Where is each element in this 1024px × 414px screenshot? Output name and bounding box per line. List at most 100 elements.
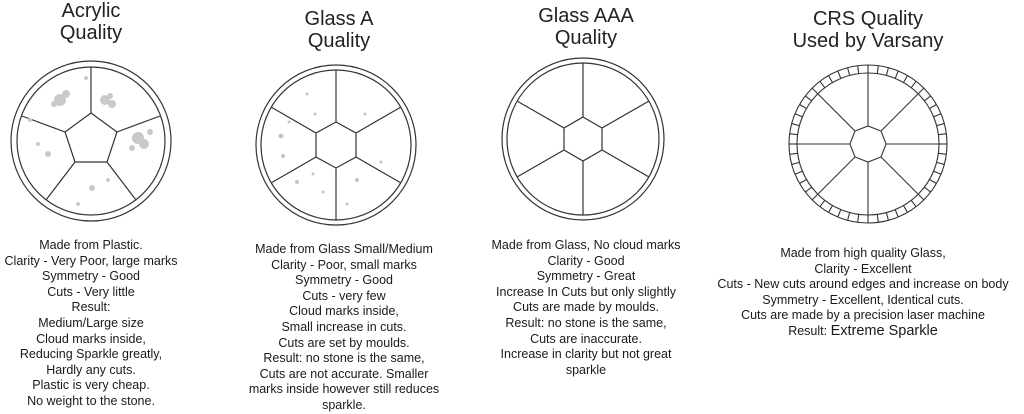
outer-ring [255, 64, 417, 226]
desc-line: Cuts are not accurate. Smaller [259, 366, 429, 381]
desc-line: Made from Glass, No cloud marks [491, 238, 681, 252]
girdle-cut [799, 104, 807, 109]
girdle-cut [910, 199, 917, 208]
title-glass-a: Glass A Quality [254, 8, 424, 52]
title-line: Acrylic [61, 0, 121, 22]
table-facet [64, 112, 118, 163]
facet-line [116, 115, 161, 133]
title-line: Quality [554, 27, 618, 49]
girdle-cut [923, 186, 932, 193]
girdle-cut [936, 161, 945, 165]
girdle-cut [903, 205, 908, 213]
desc-line: Symmetry - Good [42, 269, 140, 284]
girdle-cut [791, 123, 800, 127]
title-line: Glass AAA [538, 5, 634, 27]
desc-line: Made from high quality Glass, [780, 246, 946, 260]
desc-line: marks inside however still reduces [248, 382, 440, 397]
facet-line [355, 106, 402, 134]
desc-line: Cuts are made by moulds. [513, 300, 659, 315]
facet-line [355, 156, 402, 184]
facet-line [270, 156, 317, 184]
title-line: CRS Quality [812, 8, 924, 30]
desc-line: Result: [71, 300, 111, 315]
facet-line [601, 149, 650, 178]
facet-line [601, 100, 650, 129]
girdle-cut [938, 133, 947, 136]
desc-line: Made from Glass Small/Medium [255, 242, 433, 256]
result-line: Result: Extreme Sparkle [702, 323, 1024, 340]
facet-line [880, 93, 919, 132]
glass-a-stone-diagram [255, 64, 417, 226]
title-line: Quality [59, 22, 123, 44]
girdle-cut [885, 67, 889, 76]
desc-line: Symmetry - Great [536, 269, 636, 284]
girdle-cut [885, 212, 889, 221]
facet-line [516, 149, 565, 178]
girdle-cut [929, 104, 937, 109]
desc-line: Clarity - Good [547, 253, 625, 268]
cloud-marks [278, 92, 383, 206]
glass-aaa-description: Made from Glass, No cloud marks Clarity … [472, 238, 700, 378]
glass-a-description: Made from Glass Small/Medium Clarity - P… [226, 242, 462, 414]
girdle-cut [857, 65, 860, 74]
girdle-cut [847, 212, 851, 221]
title-crs: CRS Quality Used by Varsany [760, 8, 976, 52]
desc-line: Cuts - Very little [47, 284, 135, 299]
girdle-cut [923, 95, 932, 102]
title-line: Used by Varsany [792, 30, 944, 52]
desc-line: Symmetry - Good [295, 273, 393, 288]
acrylic-description: Made from Plastic. Clarity - Very Poor, … [0, 238, 182, 410]
girdle-cut [811, 193, 819, 201]
desc-line: Cuts are set by moulds. [278, 335, 410, 350]
desc-line: sparkle. [322, 397, 366, 412]
crs-stone-diagram [788, 64, 948, 224]
girdle-cut [811, 87, 819, 95]
title-acrylic: Acrylic Quality [0, 0, 182, 44]
girdle-cut [789, 133, 798, 136]
desc-line: Increase In Cuts but only slightly [496, 284, 676, 299]
desc-line: Medium/Large size [38, 315, 144, 330]
facet-line [817, 156, 856, 195]
girdle-cut [857, 214, 860, 223]
girdle-cut [938, 152, 947, 155]
facet-line [817, 93, 856, 132]
girdle-cut [804, 95, 813, 102]
desc-line: Cuts are made by a precision laser machi… [741, 308, 985, 323]
desc-line: Cloud marks inside, [289, 304, 399, 319]
desc-line: Reducing Sparkle greatly, [19, 347, 163, 362]
girdle-cuts [789, 65, 947, 223]
girdle-cut [819, 80, 826, 89]
girdle-cut [910, 80, 917, 89]
girdle-cut [847, 67, 851, 76]
girdle-cut [876, 65, 879, 74]
table-facet [849, 125, 887, 163]
result-label: Result: [788, 323, 831, 338]
cloud-marks [28, 76, 153, 206]
desc-line: Clarity - Excellent [814, 261, 912, 276]
desc-line: Cuts are inaccurate. [530, 331, 642, 346]
table-facet [315, 121, 357, 169]
girdle-cut [917, 193, 925, 201]
facet-line [21, 115, 66, 133]
girdle-cut [903, 75, 908, 83]
girdle-cut [837, 70, 842, 79]
desc-line: Symmetry - Excellent, Identical cuts. [762, 292, 964, 307]
title-line: Glass A [304, 8, 374, 30]
girdle-cut [929, 179, 937, 184]
girdle-cut [917, 87, 925, 95]
facet-line [106, 161, 137, 201]
girdle-cut [828, 75, 833, 83]
desc-line: Small increase in cuts. [281, 319, 407, 334]
girdle-cut [791, 161, 800, 165]
desc-line: Clarity - Very Poor, large marks [4, 253, 178, 268]
girdle-cut [876, 214, 879, 223]
girdle-cut [804, 186, 813, 193]
outer-ring [501, 57, 665, 221]
desc-line: Clarity - Poor, small marks [271, 257, 417, 272]
glass-aaa-stone-diagram [501, 57, 665, 221]
girdle-cut [819, 199, 826, 208]
title-line: Quality [307, 30, 371, 52]
facet-line [45, 161, 76, 201]
girdle-cut [794, 170, 803, 175]
girdle-cut [828, 205, 833, 213]
